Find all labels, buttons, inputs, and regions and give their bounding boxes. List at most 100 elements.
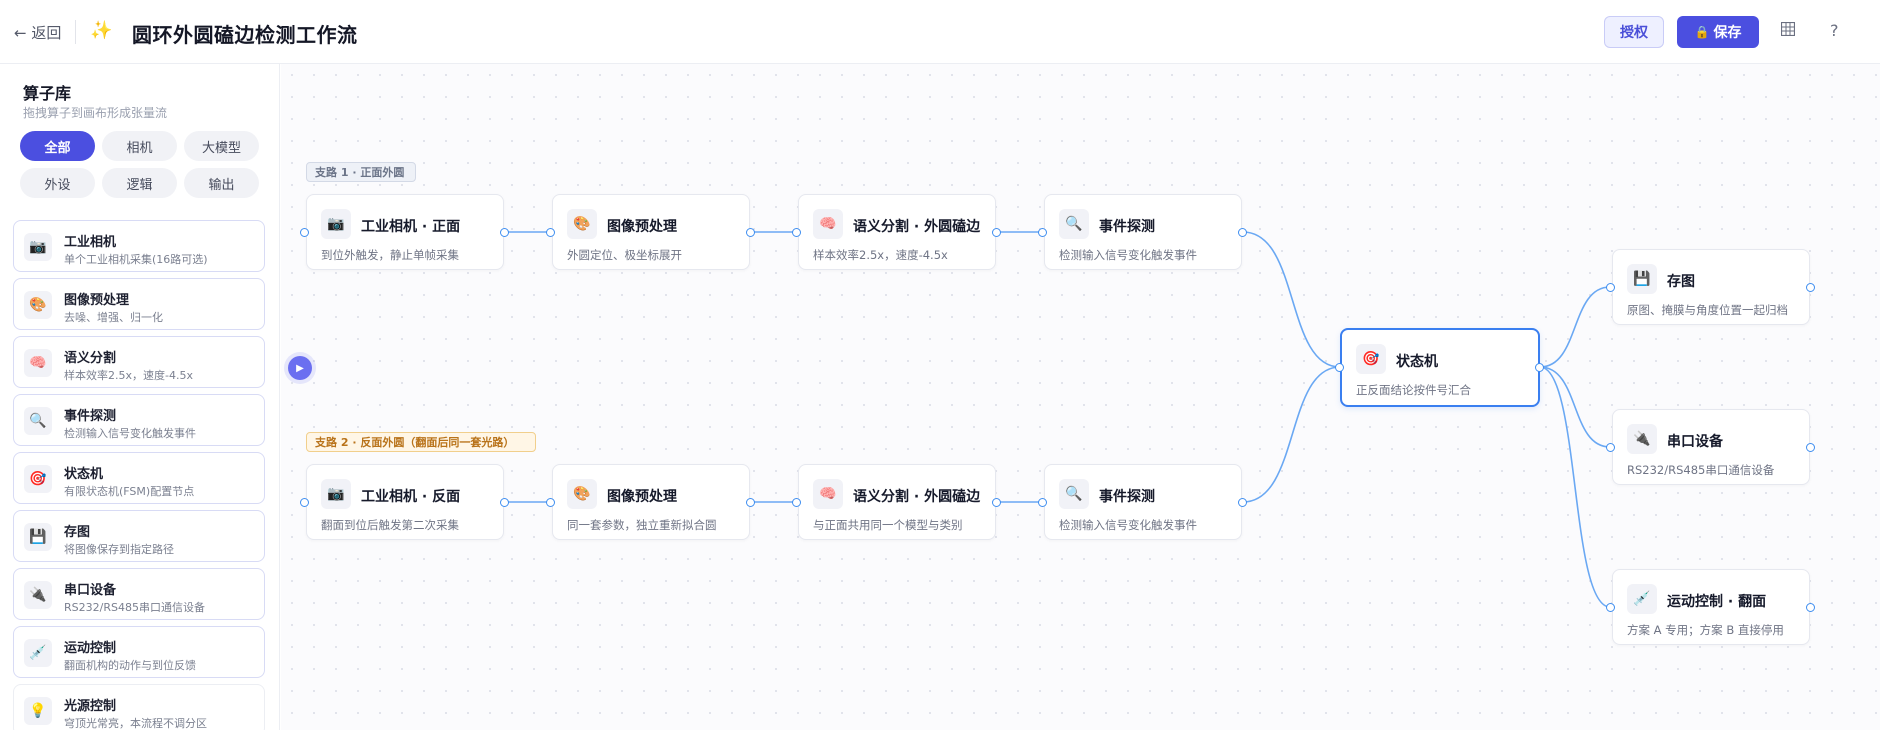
save-button[interactable]: 🔒 保存 [1677, 16, 1759, 48]
output-port[interactable] [1238, 498, 1247, 507]
input-port[interactable] [792, 228, 801, 237]
node-motion-control[interactable]: 💉 运动控制 · 翻面 方案 A 专用；方案 B 直接停用 [1612, 569, 1810, 645]
header-divider [75, 20, 76, 44]
node-title: 语义分割 · 外圆磕边 [853, 219, 981, 235]
operator-name: 图像预处理 [64, 293, 130, 308]
node-desc: 检测输入信号变化触发事件 [1059, 248, 1197, 262]
input-port[interactable] [792, 498, 801, 507]
branch-1-tag: 支路 1 · 正面外圆 [306, 162, 416, 182]
output-port[interactable] [500, 498, 509, 507]
operator-card-event-detect[interactable]: 🔍 事件探测 检测输入信号变化触发事件 [13, 394, 265, 446]
node-title: 运动控制 · 翻面 [1667, 594, 1767, 610]
magnifier-icon: 🔍 [24, 407, 52, 435]
filter-chip-output[interactable]: 输出 [184, 168, 259, 198]
node-desc: 外圆定位、极坐标展开 [567, 248, 682, 262]
authorize-button[interactable]: 授权 [1604, 16, 1664, 48]
brain-icon: 🧠 [813, 209, 843, 239]
operator-desc: 穹顶光常亮，本流程不调分区 [64, 717, 207, 730]
operator-card-light[interactable]: 💡 光源控制 穹顶光常亮，本流程不调分区 [13, 684, 265, 730]
node-state-machine[interactable]: 🎯 状态机 正反面结论按件号汇合 [1340, 328, 1540, 407]
output-port[interactable] [746, 498, 755, 507]
syringe-icon: 💉 [24, 639, 52, 667]
node-title: 工业相机 · 正面 [361, 219, 461, 235]
operator-desc: RS232/RS485串口通信设备 [64, 601, 205, 614]
node-desc: 同一套参数，独立重新拟合圆 [567, 518, 717, 532]
node-title: 工业相机 · 反面 [361, 489, 461, 505]
target-icon: 🎯 [24, 465, 52, 493]
output-port[interactable] [746, 228, 755, 237]
operator-name: 运动控制 [64, 641, 117, 656]
node-title: 图像预处理 [607, 489, 677, 505]
filter-chip-peripheral[interactable]: 外设 [20, 168, 95, 198]
operator-name: 光源控制 [64, 699, 117, 714]
output-port[interactable] [992, 498, 1001, 507]
operator-name: 语义分割 [64, 351, 117, 366]
sparkle-icon: ✨ [90, 20, 113, 41]
operator-card-motion[interactable]: 💉 运动控制 翻面机构的动作与到位反馈 [13, 626, 265, 678]
node-serial-device[interactable]: 🔌 串口设备 RS232/RS485串口通信设备 [1612, 409, 1810, 485]
input-port[interactable] [300, 498, 309, 507]
node-desc: 正反面结论按件号汇合 [1356, 383, 1471, 397]
help-icon[interactable]: ? [1830, 21, 1839, 40]
node-title: 状态机 [1396, 354, 1438, 370]
node-title: 存图 [1667, 274, 1695, 290]
node-desc: 翻面到位后触发第二次采集 [321, 518, 459, 532]
input-port[interactable] [1606, 283, 1615, 292]
output-port[interactable] [992, 228, 1001, 237]
operator-card-state-machine[interactable]: 🎯 状态机 有限状态机(FSM)配置节点 [13, 452, 265, 504]
node-event-detect-back[interactable]: 🔍 事件探测 检测输入信号变化触发事件 [1044, 464, 1242, 540]
node-title: 事件探测 [1099, 489, 1155, 505]
node-segmentation-back[interactable]: 🧠 语义分割 · 外圆磕边 与正面共用同一个模型与类别 [798, 464, 996, 540]
output-port[interactable] [1806, 603, 1815, 612]
operator-name: 工业相机 [64, 235, 117, 250]
sidebar-title: 算子库 [23, 84, 72, 103]
input-port[interactable] [300, 228, 309, 237]
operator-card-save-image[interactable]: 💾 存图 将图像保存到指定路径 [13, 510, 265, 562]
output-port[interactable] [1535, 363, 1544, 372]
input-port[interactable] [1335, 363, 1344, 372]
node-title: 串口设备 [1667, 434, 1723, 450]
input-port[interactable] [1038, 498, 1047, 507]
node-desc: 原图、掩膜与角度位置一起归档 [1627, 303, 1788, 317]
node-camera-back[interactable]: 📷 工业相机 · 反面 翻面到位后触发第二次采集 [306, 464, 504, 540]
node-title: 图像预处理 [607, 219, 677, 235]
filter-chip-all[interactable]: 全部 [20, 131, 95, 161]
node-preprocess-back[interactable]: 🎨 图像预处理 同一套参数，独立重新拟合圆 [552, 464, 750, 540]
grid-icon[interactable] [1781, 22, 1795, 36]
node-camera-front[interactable]: 📷 工业相机 · 正面 到位外触发，静止单帧采集 [306, 194, 504, 270]
input-port[interactable] [1038, 228, 1047, 237]
palette-icon: 🎨 [24, 291, 52, 319]
back-button[interactable]: ← 返回 [14, 24, 62, 42]
node-preprocess-front[interactable]: 🎨 图像预处理 外圆定位、极坐标展开 [552, 194, 750, 270]
input-port[interactable] [1606, 443, 1615, 452]
input-port[interactable] [1606, 603, 1615, 612]
lightbulb-icon: 💡 [24, 697, 52, 725]
camera-icon: 📷 [24, 233, 52, 261]
filter-chip-camera[interactable]: 相机 [102, 131, 177, 161]
filter-chip-llm[interactable]: 大模型 [184, 131, 259, 161]
input-port[interactable] [546, 498, 555, 507]
operator-card-serial[interactable]: 🔌 串口设备 RS232/RS485串口通信设备 [13, 568, 265, 620]
node-segmentation-front[interactable]: 🧠 语义分割 · 外圆磕边 样本效率2.5x，速度-4.5x [798, 194, 996, 270]
node-desc: 检测输入信号变化触发事件 [1059, 518, 1197, 532]
output-port[interactable] [1806, 283, 1815, 292]
run-play-button[interactable]: ▶ [288, 356, 312, 380]
input-port[interactable] [546, 228, 555, 237]
operator-library-sidebar: 算子库 拖拽算子到画布形成张量流 全部 相机 大模型 外设 逻辑 输出 📷 工业… [0, 64, 280, 730]
node-event-detect-front[interactable]: 🔍 事件探测 检测输入信号变化触发事件 [1044, 194, 1242, 270]
palette-icon: 🎨 [567, 479, 597, 509]
operator-card-segmentation[interactable]: 🧠 语义分割 样本效率2.5x，速度-4.5x [13, 336, 265, 388]
operator-name: 状态机 [64, 467, 104, 482]
filter-chip-logic[interactable]: 逻辑 [102, 168, 177, 198]
plug-icon: 🔌 [24, 581, 52, 609]
operator-card-camera[interactable]: 📷 工业相机 单个工业相机采集(16路可选) [13, 220, 265, 272]
output-port[interactable] [1806, 443, 1815, 452]
output-port[interactable] [1238, 228, 1247, 237]
operator-card-preprocess[interactable]: 🎨 图像预处理 去噪、增强、归一化 [13, 278, 265, 330]
node-desc: 与正面共用同一个模型与类别 [813, 518, 963, 532]
node-save-image[interactable]: 💾 存图 原图、掩膜与角度位置一起归档 [1612, 249, 1810, 325]
output-port[interactable] [500, 228, 509, 237]
magnifier-icon: 🔍 [1059, 209, 1089, 239]
node-title: 事件探测 [1099, 219, 1155, 235]
top-header: ← 返回 ✨ 圆环外圆磕边检测工作流 授权 🔒 保存 ? [0, 0, 1880, 64]
